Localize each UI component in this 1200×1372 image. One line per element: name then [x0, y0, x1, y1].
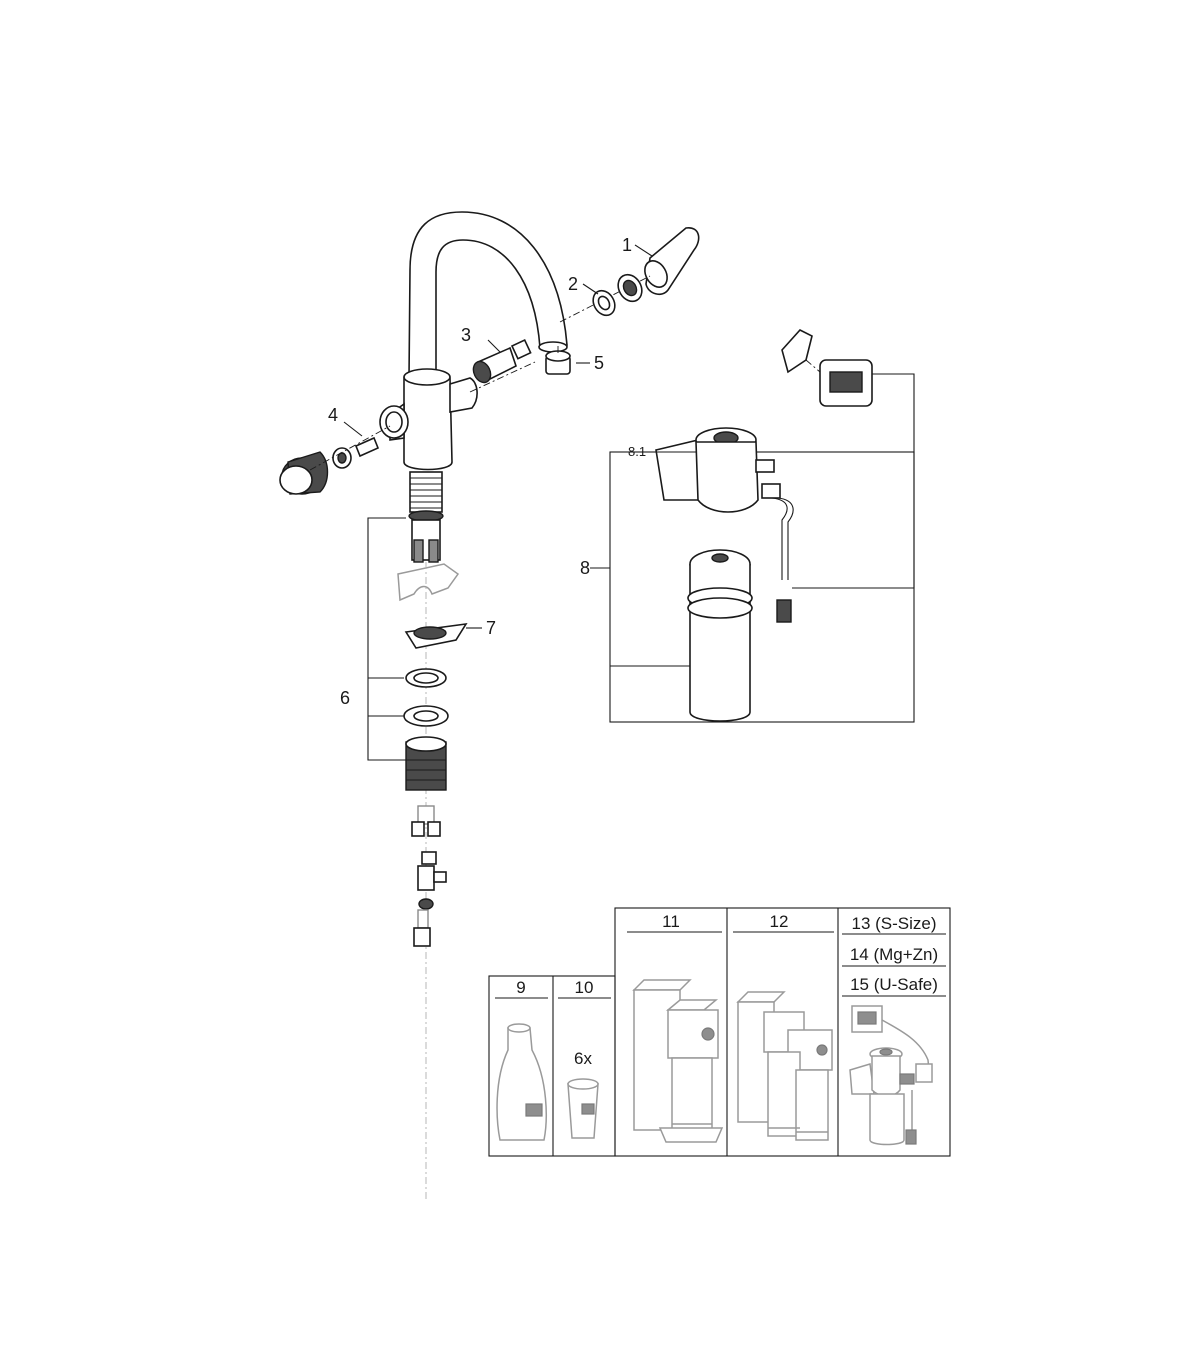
part-4-side-valve: 4 — [279, 405, 380, 495]
callout-5: 5 — [594, 353, 604, 373]
part-6-mounting-set: 6 — [340, 517, 449, 791]
accessory-label-9: 9 — [516, 978, 525, 997]
part-8-1-filter-head: 8.1 — [628, 427, 794, 623]
callout-7: 7 — [486, 618, 496, 638]
accessory-label-11: 11 — [662, 912, 680, 931]
filter-system: 8.1 8 — [580, 329, 915, 723]
callout-8: 8 — [580, 558, 590, 578]
accessory-label-15: 15 (U-Safe) — [850, 975, 938, 994]
accessory-glass-icon — [567, 1078, 599, 1139]
accessory-label-14: 14 (Mg+Zn) — [850, 945, 938, 964]
lower-fittings — [411, 805, 447, 947]
faucet-assembly — [379, 211, 568, 563]
callout-8-1: 8.1 — [628, 444, 646, 459]
mounting-clamp-ghost — [397, 563, 460, 602]
callout-2: 2 — [568, 274, 578, 294]
faucet-spout — [408, 211, 568, 379]
accessory-system-double-icon — [736, 991, 833, 1141]
part-5-aerator: 5 — [545, 350, 604, 375]
accessory-filter-kit-icon — [849, 1005, 933, 1146]
callout-3: 3 — [461, 325, 471, 345]
accessory-bottle-icon — [496, 1023, 547, 1141]
accessory-label-10: 10 — [575, 978, 594, 997]
callout-4: 4 — [328, 405, 338, 425]
threaded-stud — [408, 471, 444, 563]
filter-display-unit — [781, 329, 873, 407]
part-7-shim: 7 — [404, 618, 496, 649]
accessory-table: 9 10 11 12 13 (S-Size) 14 (Mg+Zn) 15 (U-… — [488, 907, 951, 1157]
callout-6: 6 — [340, 688, 350, 708]
accessory-label-12: 12 — [770, 912, 789, 931]
accessory-quantity-10: 6x — [574, 1049, 592, 1068]
part-1-lever-handle: 1 — [622, 227, 700, 296]
accessory-label-13: 13 (S-Size) — [851, 914, 936, 933]
callout-1: 1 — [622, 235, 632, 255]
accessory-system-single-icon — [632, 979, 724, 1143]
part-2-rings: 2 — [568, 273, 643, 317]
filter-cartridge — [687, 549, 753, 722]
part-3-cartridge: 3 — [461, 325, 532, 384]
